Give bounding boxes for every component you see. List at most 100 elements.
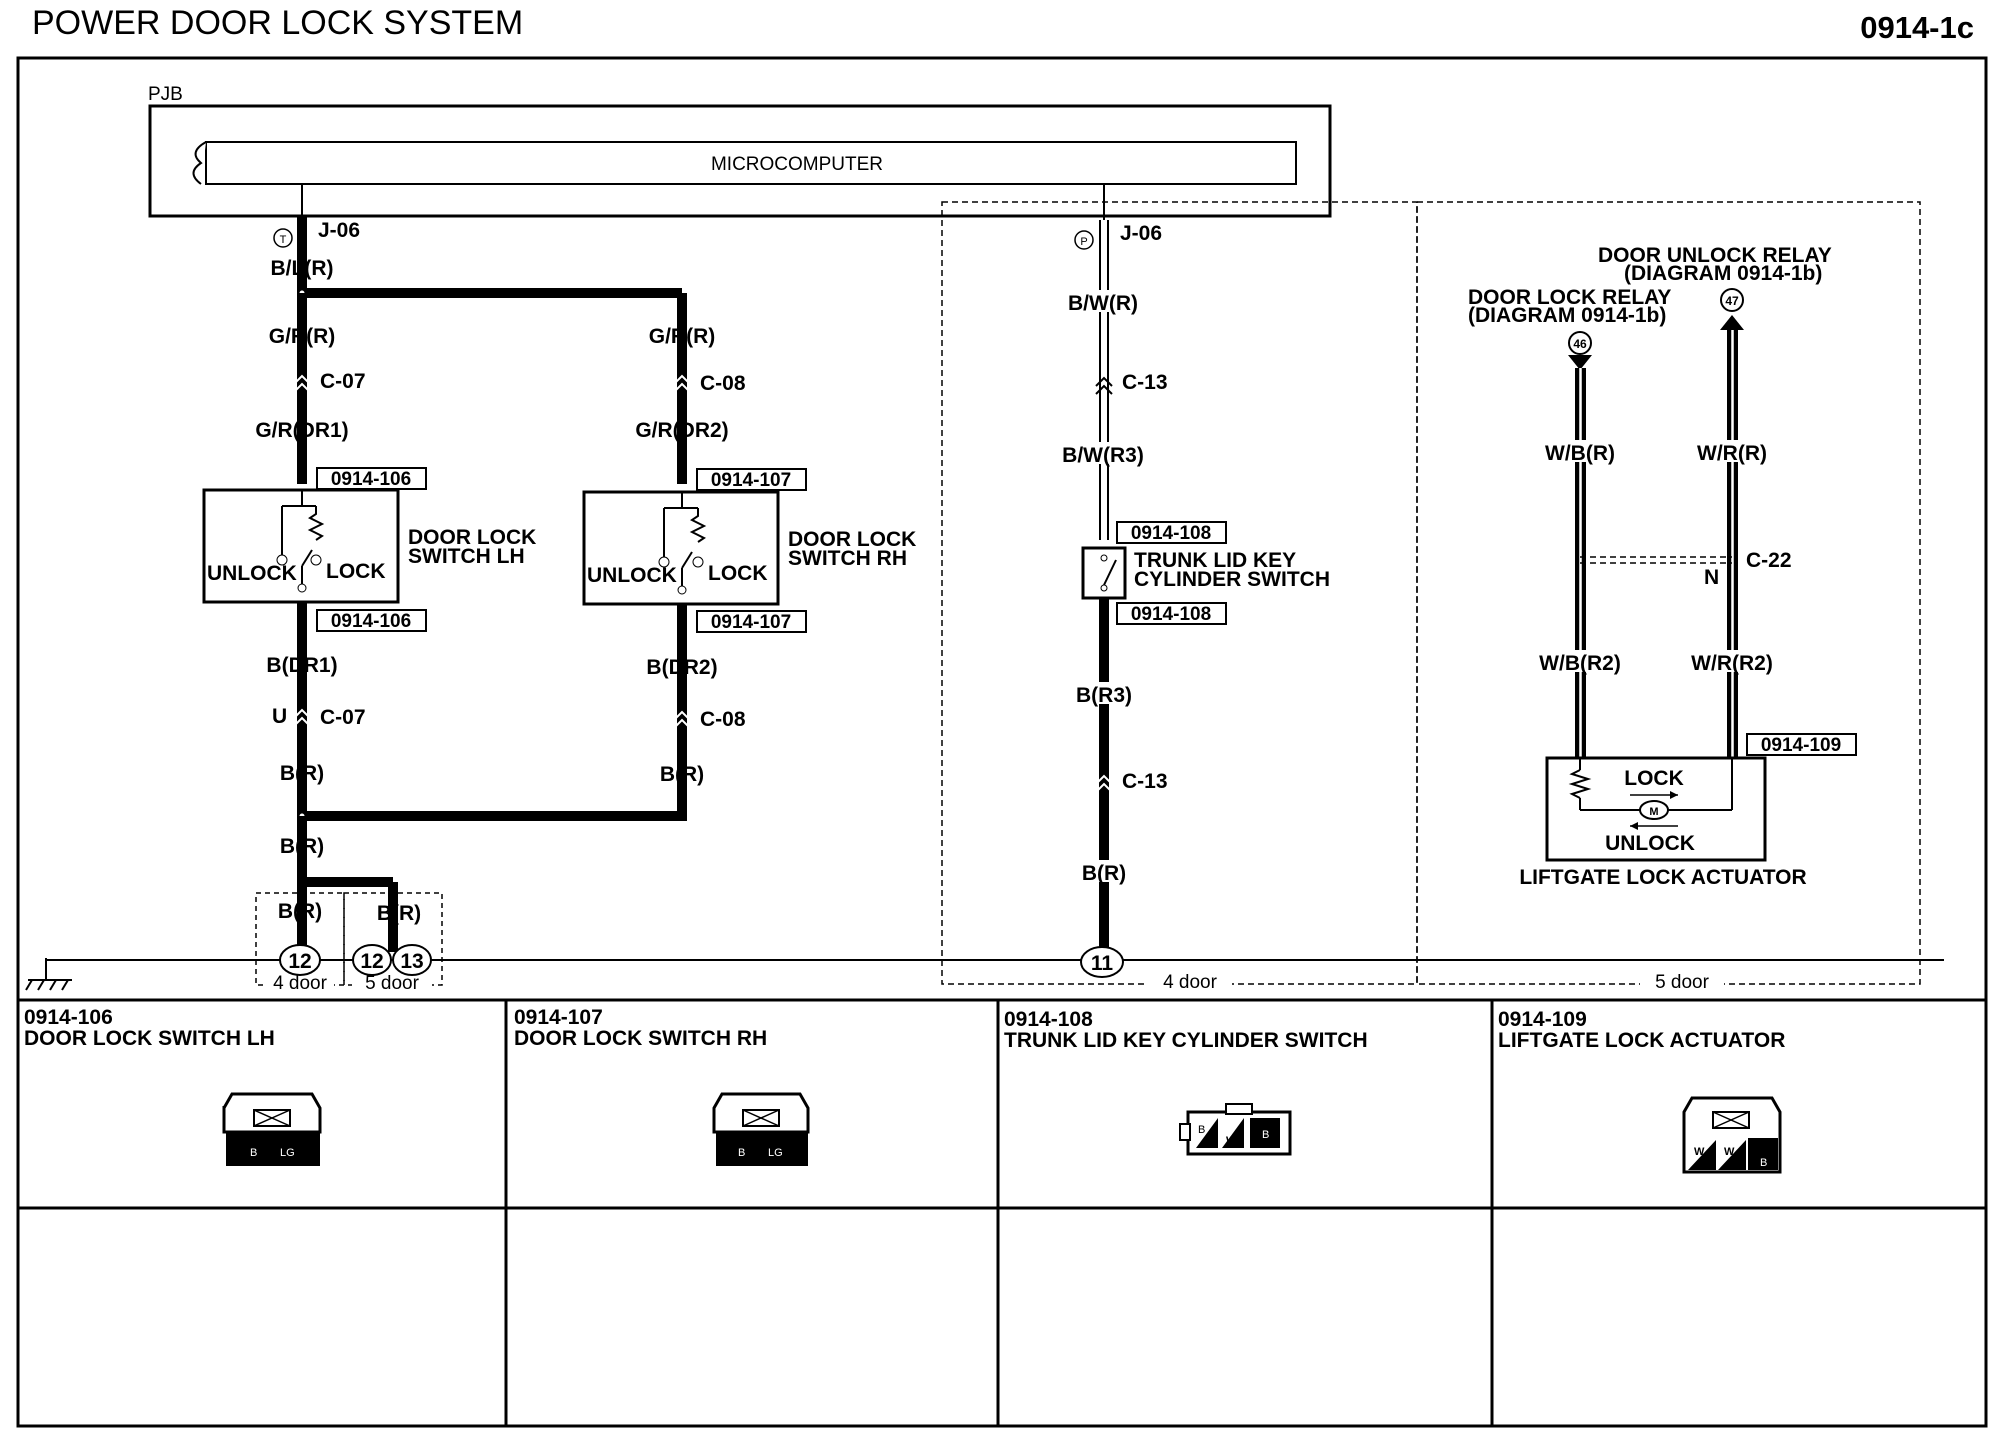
svg-text:46: 46 bbox=[1573, 337, 1587, 351]
motor-icon bbox=[1639, 800, 1669, 820]
label-5door-left: 5 door bbox=[365, 973, 420, 994]
wire-label-b-r-5door: B(R) bbox=[377, 902, 421, 925]
page-title: POWER DOOR LOCK SYSTEM bbox=[32, 4, 524, 42]
ref-0914-108-lower: 0914-108 bbox=[1131, 604, 1211, 625]
pin-lg: LG bbox=[280, 1147, 295, 1159]
connector-cell-0914-107: 0914-107 DOOR LOCK SWITCH RH B LG bbox=[514, 1006, 810, 1166]
rh-lock-label: LOCK bbox=[708, 562, 768, 585]
wire-label-gr-r-lh: G/R(R) bbox=[269, 325, 336, 348]
connector-name: DOOR LOCK SWITCH LH bbox=[24, 1027, 275, 1050]
terminal-47 bbox=[1720, 288, 1744, 312]
wire-label-gr-dr1: G/R(DR1) bbox=[255, 419, 348, 442]
connector-c22: C-22 bbox=[1746, 549, 1792, 572]
actuator-unlock-label: UNLOCK bbox=[1605, 832, 1695, 855]
ground-point-11 bbox=[1080, 946, 1124, 978]
rh-unlock-label: UNLOCK bbox=[587, 564, 677, 587]
wire-label-b-dr1: B(DR1) bbox=[266, 654, 337, 677]
lock-relay-line2: (DIAGRAM 0914-1b) bbox=[1468, 304, 1666, 327]
region-5door bbox=[1416, 201, 1921, 985]
connector-cell-0914-106: 0914-106 DOOR LOCK SWITCH LH B LG bbox=[24, 1006, 322, 1166]
pjb-box bbox=[148, 104, 1332, 218]
wire-label-b-r-join: B(R) bbox=[280, 835, 324, 858]
pin-w: W bbox=[1724, 1146, 1735, 1158]
rh-name-line2: SWITCH RH bbox=[788, 547, 907, 570]
wire-label-wb-r2: W/B(R2) bbox=[1539, 652, 1621, 675]
connector-c08-upper: C-08 bbox=[700, 372, 746, 395]
pin-w: W bbox=[1226, 1135, 1237, 1147]
lh-name-line1: DOOR LOCK bbox=[408, 526, 536, 549]
lock-relay-line1: DOOR LOCK RELAY bbox=[1468, 286, 1671, 309]
wire-label-b-r-mid: B(R) bbox=[1082, 862, 1126, 885]
diagram-code: 0914-1c bbox=[1860, 10, 1974, 45]
connector-code: 0914-109 bbox=[1498, 1008, 1587, 1031]
ground-point-12-4door bbox=[279, 944, 321, 976]
pin-lg: LG bbox=[768, 1147, 783, 1159]
pin-b: B bbox=[1760, 1157, 1767, 1169]
ref-0914-106-lower: 0914-106 bbox=[331, 611, 411, 632]
ref-0914-107-lower: 0914-107 bbox=[711, 612, 791, 633]
liftgate-name: LIFTGATE LOCK ACTUATOR bbox=[1519, 866, 1806, 889]
wire-label-wb-r: W/B(R) bbox=[1545, 442, 1615, 465]
arrow-down-icon bbox=[1568, 355, 1592, 370]
ref-0914-106-upper: 0914-106 bbox=[331, 469, 411, 490]
connector-c13-lower: C-13 bbox=[1122, 770, 1168, 793]
connector-j06-left: J-06 bbox=[318, 219, 360, 242]
pin-b: B bbox=[1262, 1129, 1269, 1141]
arrow-lock-icon bbox=[1670, 791, 1678, 799]
ref-0914-107-upper: 0914-107 bbox=[711, 470, 791, 491]
connector-code: 0914-106 bbox=[24, 1006, 113, 1029]
wire-label-bw-r3: B/W(R3) bbox=[1062, 444, 1144, 467]
wire-label-gr-dr2: G/R(DR2) bbox=[635, 419, 728, 442]
pin-b: B bbox=[738, 1147, 745, 1159]
pin-b: B bbox=[1198, 1124, 1205, 1136]
wire-label-b-r-rh: B(R) bbox=[660, 763, 704, 786]
lh-unlock-label: UNLOCK bbox=[207, 562, 297, 585]
ground-point-12-5door bbox=[352, 944, 392, 976]
terminal-46 bbox=[1568, 331, 1592, 355]
lh-name-line2: SWITCH LH bbox=[408, 545, 525, 568]
wire-label-bl-r: B/L(R) bbox=[271, 257, 334, 280]
wire-label-b-dr2: B(DR2) bbox=[646, 656, 717, 679]
svg-text:12: 12 bbox=[288, 950, 311, 973]
microcomputer-box bbox=[205, 141, 1297, 185]
region-4door bbox=[941, 201, 1418, 985]
pin-b: B bbox=[250, 1147, 257, 1159]
svg-text:P: P bbox=[1080, 236, 1087, 248]
ref-0914-109: 0914-109 bbox=[1761, 735, 1841, 756]
label-4door-mid: 4 door bbox=[1163, 972, 1218, 993]
actuator-lock-label: LOCK bbox=[1624, 767, 1684, 790]
svg-text:M: M bbox=[1649, 806, 1658, 818]
connector-c22-n: N bbox=[1704, 566, 1719, 589]
svg-text:12: 12 bbox=[360, 950, 383, 973]
wire-label-bw-r: B/W(R) bbox=[1068, 292, 1138, 315]
connector-c07-lower: C-07 bbox=[320, 706, 366, 729]
connector-c08-lower: C-08 bbox=[700, 708, 746, 731]
terminal-t bbox=[273, 228, 293, 248]
svg-text:T: T bbox=[280, 234, 287, 246]
unlock-relay-line2: (DIAGRAM 0914-1b) bbox=[1624, 262, 1822, 285]
trunk-name-line2: CYLINDER SWITCH bbox=[1134, 568, 1330, 591]
wire-label-wr-r: W/R(R) bbox=[1697, 442, 1767, 465]
terminal-p bbox=[1074, 230, 1094, 250]
connector-name: LIFTGATE LOCK ACTUATOR bbox=[1498, 1029, 1785, 1052]
arrow-up-icon bbox=[1720, 315, 1744, 330]
unlock-relay-line1: DOOR UNLOCK RELAY bbox=[1598, 244, 1832, 267]
wire-label-gr-r-rh: G/R(R) bbox=[649, 325, 716, 348]
label-5door-right: 5 door bbox=[1655, 972, 1710, 993]
lh-u-label: U bbox=[272, 705, 287, 728]
connector-c13-upper: C-13 bbox=[1122, 371, 1168, 394]
connector-code: 0914-107 bbox=[514, 1006, 603, 1029]
pjb-label: PJB bbox=[148, 84, 183, 105]
wire-label-b-r3: B(R3) bbox=[1076, 684, 1132, 707]
connector-name: DOOR LOCK SWITCH RH bbox=[514, 1027, 767, 1050]
connector-c07-upper: C-07 bbox=[320, 370, 366, 393]
diagram-frame bbox=[16, 56, 1988, 1428]
connector-code: 0914-108 bbox=[1004, 1008, 1093, 1031]
wire-label-wr-r2: W/R(R2) bbox=[1691, 652, 1773, 675]
microcomputer-label: MICROCOMPUTER bbox=[711, 154, 883, 175]
trunk-name-line1: TRUNK LID KEY bbox=[1134, 549, 1296, 572]
lh-lock-label: LOCK bbox=[326, 560, 386, 583]
pin-w: W bbox=[1694, 1146, 1705, 1158]
arrow-unlock-icon bbox=[1630, 822, 1638, 830]
